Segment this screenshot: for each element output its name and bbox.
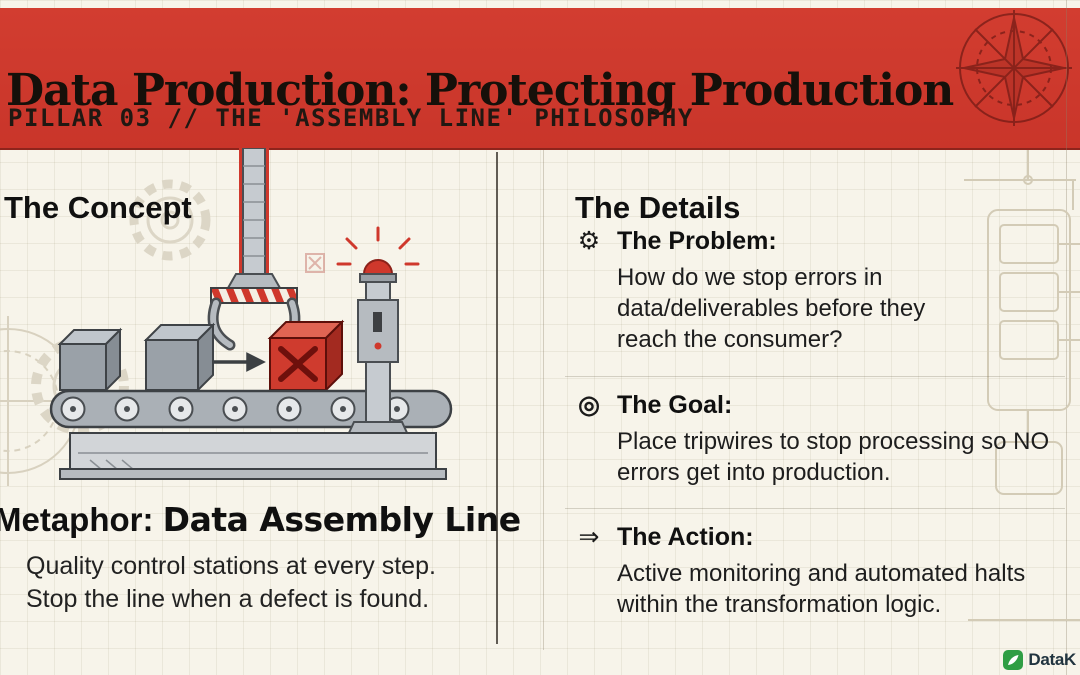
robotic-arm [207, 148, 301, 351]
target-icon: ◎ [578, 391, 600, 419]
gear-icon: ⚙ [577, 227, 601, 255]
problem-title: The Problem: [617, 227, 777, 255]
page-title: Data Production: Protecting Production [6, 65, 954, 117]
compass-rose-icon [956, 10, 1072, 126]
assembly-line-illustration [31, 148, 453, 480]
hazard-stripe-bar [210, 287, 298, 304]
defect-box [267, 319, 345, 393]
good-box-2 [143, 322, 216, 393]
concept-heading: The Concept [4, 189, 192, 225]
detail-item-goal: ◎ The Goal: Place tripwires to stop proc… [575, 391, 1072, 488]
section-separator [565, 376, 1065, 377]
flow-arrow-icon [214, 352, 266, 372]
brand-logo: DataK [1003, 650, 1076, 670]
goal-body: Place tripwires to stop processing so NO… [617, 427, 1050, 486]
concept-caption: Quality control stations at every step. … [26, 552, 436, 613]
machine-base [59, 432, 447, 480]
detail-item-problem: ⚙ The Problem: How do we stop errors in … [575, 227, 982, 355]
blueprint-mark-decor [305, 253, 325, 273]
action-body: Active monitoring and automated halts wi… [617, 559, 1026, 618]
defect-x-icon [278, 346, 318, 382]
conveyor-belt [49, 389, 453, 429]
action-title: The Action: [617, 523, 754, 551]
alarm-rays [336, 226, 420, 266]
metaphor-value: Data Assembly Line [162, 500, 521, 539]
page-subtitle: PILLAR 03 // THE 'ASSEMBLY LINE' PHILOSO… [8, 104, 694, 132]
column-divider [496, 152, 498, 644]
metaphor-line: Metaphor: Data Assembly Line [0, 500, 521, 539]
alarm-dome [362, 259, 394, 275]
metaphor-label: Metaphor: [0, 501, 154, 538]
brand-name: DataK [1028, 650, 1076, 669]
paper-fold-line [543, 150, 544, 650]
double-arrow-icon: ⇒ [578, 523, 600, 551]
details-heading: The Details [575, 189, 741, 225]
section-separator [565, 508, 1065, 509]
alarm-tower [336, 226, 420, 436]
belt-rollers [60, 396, 410, 422]
brand-leaf-icon [1003, 650, 1024, 670]
goal-title: The Goal: [617, 391, 733, 419]
detail-item-action: ⇒ The Action: Active monitoring and auto… [575, 523, 1072, 620]
problem-body: How do we stop errors in data/deliverabl… [617, 263, 926, 353]
title-banner: Data Production: Protecting Production P… [0, 8, 1080, 150]
good-box-1 [57, 327, 123, 393]
